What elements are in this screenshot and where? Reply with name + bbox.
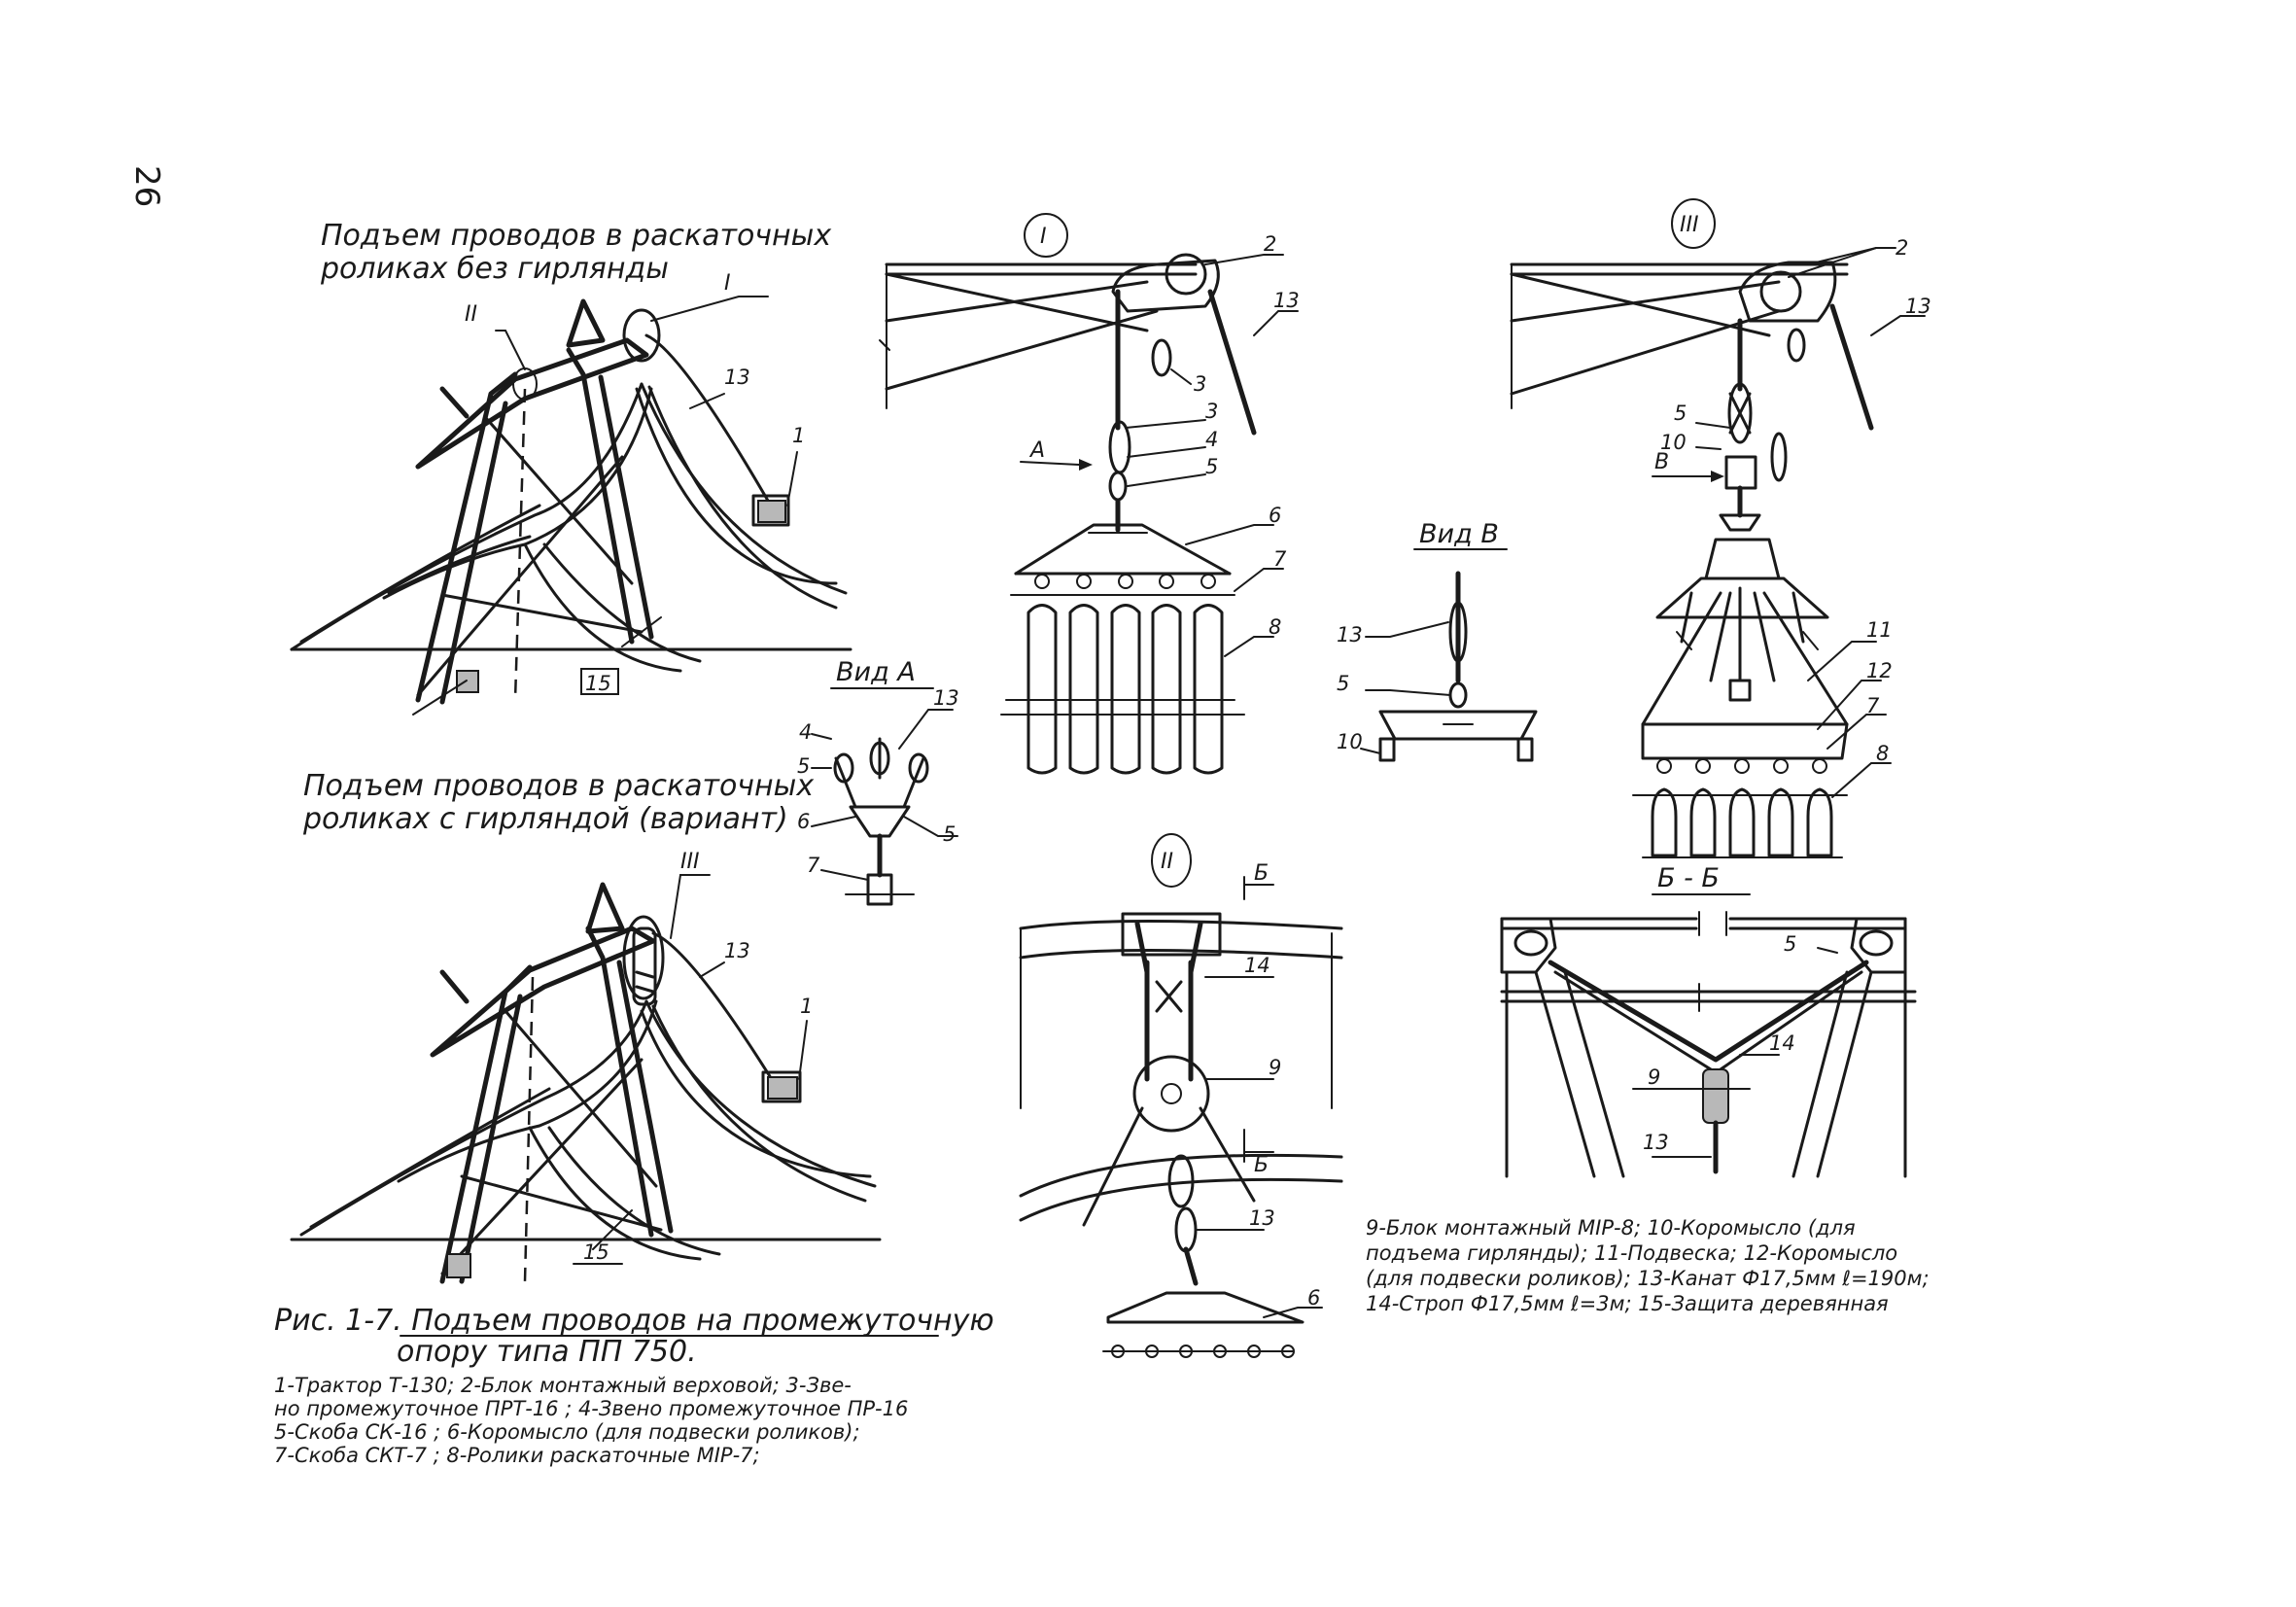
callout-10-detail-III: 10 xyxy=(1660,431,1687,454)
callout-13-view-A: 13 xyxy=(933,686,959,710)
callout-13-bottom: 13 xyxy=(724,939,750,962)
callout-1-top: 1 xyxy=(792,424,805,447)
legend-right: 9-Блок монтажный МIР-8; 10-Коромысло (дл… xyxy=(1366,1216,1930,1315)
callout-13-detail-II: 13 xyxy=(1249,1206,1275,1230)
legend-left-line1: 1-Трактор Т-130; 2-Блок монтажный верхов… xyxy=(274,1374,852,1397)
caption-line1: Рис. 1-7. Подъем проводов на промежуточн… xyxy=(274,1304,994,1338)
marker-B: В xyxy=(1654,450,1669,474)
callout-12-detail-III: 12 xyxy=(1866,659,1893,682)
callout-14-detail-II: 14 xyxy=(1244,954,1270,977)
callout-2-detail-I: 2 xyxy=(1264,232,1276,256)
callout-3a-detail-I: 3 xyxy=(1194,372,1206,396)
marker-I-top: I xyxy=(724,271,731,296)
callout-5-detail-I: 5 xyxy=(1205,455,1218,478)
callout-7-detail-III: 7 xyxy=(1866,694,1880,717)
callout-15-bottom: 15 xyxy=(583,1240,609,1264)
tower-without-garland: Подъем проводов в раскаточных роликах бе… xyxy=(290,219,852,716)
callout-8-detail-I: 8 xyxy=(1269,615,1281,639)
caption-line2: опору типа ПП 750. xyxy=(397,1335,697,1369)
legend-right-line3: (для подвески роликов); 13-Канат Ф17,5мм… xyxy=(1366,1267,1930,1290)
view-A: Вид А 4 5 13 6 5 7 xyxy=(797,657,959,906)
tower-with-garland: Подъем проводов в раскаточных роликах с … xyxy=(290,769,882,1284)
legend-left-line4: 7-Скоба СКТ-7 ; 8-Ролики раскаточные МIР… xyxy=(274,1444,760,1467)
caption: Рис. 1-7. Подъем проводов на промежуточн… xyxy=(274,1304,994,1369)
view-A-title: Вид А xyxy=(836,657,916,687)
legend-left-line2: но промежуточное ПРТ-16 ; 4-Звено промеж… xyxy=(274,1397,908,1420)
marker-A: А xyxy=(1028,438,1045,463)
title-without-garland-line1: Подъем проводов в раскаточных xyxy=(321,219,831,253)
callout-6-view-A: 6 xyxy=(797,810,810,833)
callout-11-detail-III: 11 xyxy=(1866,618,1893,642)
rollers-detail-I xyxy=(1000,574,1245,775)
section-BB-title: Б - Б xyxy=(1657,863,1720,893)
legend-right-line4: 14-Строп Ф17,5мм ℓ=3м; 15-Защита деревян… xyxy=(1366,1292,1889,1315)
callout-6-detail-II: 6 xyxy=(1307,1286,1320,1310)
callout-5-section-BB: 5 xyxy=(1784,932,1796,956)
callout-2-detail-III: 2 xyxy=(1896,236,1908,260)
detail-III-label: III xyxy=(1680,213,1698,237)
callout-7-detail-I: 7 xyxy=(1273,547,1287,571)
callout-13-top: 13 xyxy=(724,366,750,389)
callout-4-detail-I: 4 xyxy=(1205,428,1218,451)
title-with-garland-line1: Подъем проводов в раскаточных xyxy=(303,769,814,803)
callout-14-section-BB: 14 xyxy=(1769,1031,1795,1055)
callout-4-view-A: 4 xyxy=(799,720,812,744)
detail-III: III 2 13 5 10 В xyxy=(1510,198,1931,858)
marker-III-bottom: III xyxy=(680,850,699,874)
view-B-title: Вид В xyxy=(1419,519,1499,549)
callout-1-bottom: 1 xyxy=(800,995,813,1018)
rollers-detail-III xyxy=(1632,758,1848,858)
detail-II-label: II xyxy=(1161,850,1173,874)
callout-13-detail-I: 13 xyxy=(1273,289,1300,312)
callout-13-section-BB: 13 xyxy=(1643,1131,1669,1154)
callout-15-top: 15 xyxy=(585,672,611,695)
callout-8-detail-III: 8 xyxy=(1876,742,1889,765)
callout-9-detail-II: 9 xyxy=(1269,1056,1281,1079)
callout-5-detail-III: 5 xyxy=(1674,402,1687,425)
section-BB: Б - Б 5 9 14 13 xyxy=(1500,863,1917,1178)
callout-5b-view-A: 5 xyxy=(943,822,956,846)
page-number: 26 xyxy=(127,165,166,207)
title-with-garland-line2: роликах с гирляндой (вариант) xyxy=(302,802,788,836)
callout-3b-detail-I: 3 xyxy=(1205,400,1218,423)
legend-left: 1-Трактор Т-130; 2-Блок монтажный верхов… xyxy=(274,1374,908,1467)
detail-II: II Б 14 9 Б 13 xyxy=(1019,833,1343,1358)
detail-I-label: I xyxy=(1040,225,1047,249)
legend-right-line1: 9-Блок монтажный МIР-8; 10-Коромысло (дл… xyxy=(1366,1216,1856,1240)
legend-right-line2: подъема гирлянды); 11-Подвеска; 12-Кором… xyxy=(1366,1241,1897,1265)
title-without-garland-line2: роликах без гирлянды xyxy=(320,252,669,286)
callout-7-view-A: 7 xyxy=(807,854,820,877)
callout-5-view-B: 5 xyxy=(1337,672,1349,695)
legend-left-line3: 5-Скоба СК-16 ; 6-Коромысло (для подвеск… xyxy=(274,1420,860,1444)
marker-II-top: II xyxy=(465,302,477,327)
view-B: Вид В 13 5 10 xyxy=(1337,519,1538,762)
callout-13-view-B: 13 xyxy=(1337,623,1363,646)
callout-13-detail-III: 13 xyxy=(1905,295,1931,318)
marker-B-section-top: Б xyxy=(1254,861,1269,886)
callout-5a-view-A: 5 xyxy=(797,754,810,778)
callout-9-section-BB: 9 xyxy=(1648,1066,1660,1089)
marker-B-section-bottom: Б xyxy=(1254,1153,1269,1177)
detail-I: I 2 13 3 3 4 5 А xyxy=(879,213,1300,775)
callout-10-view-B: 10 xyxy=(1337,730,1363,753)
callout-6-detail-I: 6 xyxy=(1269,504,1281,527)
